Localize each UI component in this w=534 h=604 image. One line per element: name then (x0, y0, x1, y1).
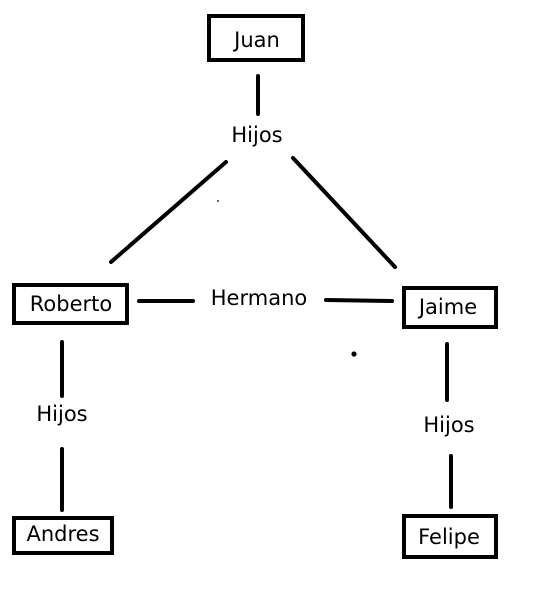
edge-label-roberto-children: Hijos (36, 402, 87, 426)
node-jaime-label: Jaime (417, 295, 477, 319)
node-roberto: Roberto (12, 283, 129, 325)
node-felipe-box (402, 514, 498, 559)
connectors (60, 74, 453, 512)
node-andres-box (12, 516, 114, 555)
node-felipe: Felipe (402, 514, 498, 559)
node-roberto-box (12, 283, 129, 325)
node-jaime-box (402, 286, 498, 329)
stray-marks (217, 200, 357, 357)
edge-label-siblings: Hermano (211, 286, 307, 310)
node-juan-label: Juan (232, 28, 280, 52)
node-andres: Andres (12, 516, 114, 555)
node-jaime: Jaime (402, 286, 498, 329)
node-juan-box (207, 14, 305, 62)
node-andres-label: Andres (26, 522, 99, 546)
stray-dot-large (351, 351, 357, 357)
edge-label-juan-children: Hijos (231, 123, 282, 147)
edge-label-jaime-children: Hijos (423, 413, 474, 437)
node-felipe-label: Felipe (418, 525, 480, 549)
node-juan: Juan (207, 14, 305, 62)
stray-dot-small (217, 200, 219, 202)
connector-hermano-jaime (324, 298, 394, 303)
node-roberto-label: Roberto (30, 292, 112, 316)
connector-hijos-roberto (109, 160, 228, 264)
connector-hijos-jaime (291, 156, 397, 269)
